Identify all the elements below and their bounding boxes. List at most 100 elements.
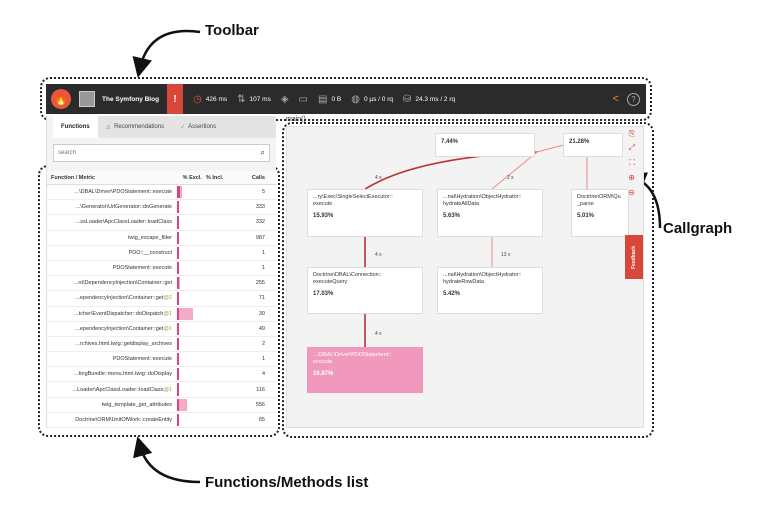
percent-bars [175, 246, 231, 260]
callgraph-node[interactable]: ...nal\Hydration\ObjectHydrator:: hydrat… [437, 189, 543, 237]
call-count: 987 [255, 234, 265, 241]
call-count: 556 [255, 401, 265, 408]
callgraph-node[interactable]: 21.28% [563, 133, 623, 157]
excl-bar [177, 292, 179, 305]
warning-icon: ⚠ [105, 124, 112, 131]
function-name: ...ependencyInjection\Container::get@2 [75, 295, 172, 302]
search-icon[interactable]: ⌕ [260, 148, 265, 157]
call-count: 332 [255, 219, 265, 226]
excl-bar [177, 277, 179, 290]
excl-bar [177, 368, 179, 381]
metric-time[interactable]: ◷426 ms [193, 93, 228, 105]
avatar[interactable] [79, 91, 95, 107]
excl-bar [177, 322, 179, 335]
function-name: ...ssLoader\ApcClassLoader::loadClass [75, 219, 172, 226]
fit-icon[interactable]: ⛶ [629, 158, 635, 167]
excl-bar [177, 216, 179, 229]
function-name: ...tingBundle::menu.html.twig::doDisplay [74, 371, 172, 378]
col-incl[interactable]: % Incl. [205, 174, 224, 181]
col-calls[interactable]: Calls [251, 174, 265, 181]
callgraph-node[interactable]: ...nal\Hydration\ObjectHydrator:: hydrat… [437, 267, 543, 314]
metric-io[interactable]: ⇅107 ms [237, 93, 271, 105]
callgraph-node[interactable]: ...ry\Exec\SingleSelectExecutor:: execut… [307, 189, 423, 237]
search-input[interactable] [58, 150, 261, 156]
callgraph-highlight [282, 122, 654, 438]
memory-icon: ▭ [298, 93, 308, 105]
call-depth: @1 [163, 310, 172, 317]
blackfire-flame-icon[interactable]: 🔥 [51, 89, 71, 109]
metric-http[interactable]: ◍0 µs / 0 rq [351, 93, 393, 105]
call-count: 333 [255, 204, 265, 211]
excl-bar [177, 337, 179, 351]
table-row[interactable]: ...\Generator\UrlGenerator::doGenerate 33… [47, 200, 277, 216]
table-header: Function / Metric % Excl. % Incl. Calls [47, 171, 277, 185]
excl-bar [177, 398, 179, 411]
toolbar: 🔥 The Symfony Blog ! ◷426 ms ⇅107 ms ◈ ▭… [46, 84, 646, 114]
feedback-tab[interactable]: Feedback [625, 235, 643, 279]
tab-recommendations[interactable]: ⚠Recommendations [105, 124, 165, 131]
help-icon[interactable]: ? [627, 92, 640, 106]
percent-bars [175, 352, 231, 366]
percent-bars [175, 413, 231, 427]
percent-bars [175, 322, 231, 336]
export-icon[interactable]: ⎘ [628, 129, 635, 138]
tab-functions[interactable]: Functions [53, 116, 98, 138]
table-row[interactable]: ...tingBundle::menu.html.twig::doDisplay… [47, 367, 277, 383]
callgraph-callout: Callgraph [663, 220, 733, 237]
excl-bar [177, 353, 179, 366]
alert-badge[interactable]: ! [167, 84, 184, 114]
table-row[interactable]: ...nt\DependencyInjection\Container::get… [47, 276, 277, 292]
tab-assertions[interactable]: ✓Assertions [180, 124, 217, 131]
database-icon: ⛁ [403, 93, 412, 105]
excl-bar [177, 413, 179, 426]
excl-bar [177, 201, 179, 214]
call-count: 30 [258, 310, 265, 317]
zoom-in-icon[interactable]: ⊕ [628, 173, 635, 182]
metric-cpu[interactable]: ◈ [281, 94, 289, 105]
call-depth: @1 [163, 325, 172, 332]
metric-database[interactable]: ⛁24.3 ms / 2 rq [403, 93, 456, 105]
col-excl[interactable]: % Excl. [182, 174, 202, 181]
call-count: 4 [261, 371, 265, 378]
function-name: ...ependencyInjection\Container::get@1 [75, 325, 172, 332]
http-icon: ◍ [351, 93, 360, 105]
edge-label: 4 x [375, 331, 382, 337]
callgraph-node[interactable]: 7.44% [435, 133, 535, 157]
search-box[interactable]: ⌕ [53, 144, 270, 162]
zoom-out-icon[interactable]: ⊖ [628, 188, 635, 197]
metric-network[interactable]: ▤0 B [318, 93, 342, 105]
function-name: PDOStatement::execute [112, 265, 172, 272]
callgraph-edges [364, 141, 588, 347]
table-row[interactable]: ...ssLoader\ApcClassLoader::loadClass 332 [47, 215, 277, 231]
function-name: ...nt\DependencyInjection\Container::get [73, 280, 172, 287]
function-name: ...\Generator\UrlGenerator::doGenerate [75, 204, 172, 211]
fullscreen-icon[interactable]: ⤢ [628, 143, 635, 152]
excl-bar [177, 186, 181, 199]
edge-label: 4 x [375, 175, 382, 181]
callgraph-canvas[interactable]: 7.44% 21.28% ...ry\Exec\SingleSelectExec… [286, 126, 644, 428]
share-icon[interactable]: < [612, 93, 619, 105]
percent-bars [175, 382, 231, 396]
function-name: ...rchives.html.twig::getdisplay_archive… [75, 340, 172, 347]
call-depth: @1 [163, 386, 172, 393]
project-name[interactable]: The Symfony Blog [102, 95, 160, 103]
metric-memory[interactable]: ▭ [299, 94, 308, 105]
col-function[interactable]: Function / Metric [51, 174, 95, 181]
table-row[interactable]: ...rchives.html.twig::getdisplay_archive… [47, 337, 277, 353]
percent-bars [175, 261, 231, 275]
